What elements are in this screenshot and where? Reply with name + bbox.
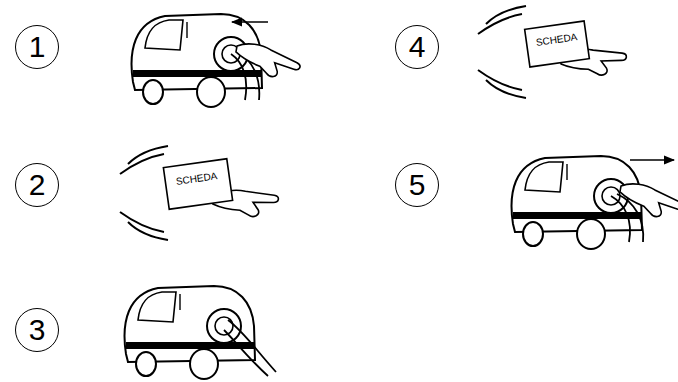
step-circle: 4: [395, 25, 439, 69]
step-circle: 3: [15, 308, 59, 352]
step-circle: 5: [395, 163, 439, 207]
card-swipe-start: [120, 146, 280, 240]
car-charging: [125, 286, 276, 379]
step-number: 3: [29, 315, 46, 345]
remove-arrow: [630, 159, 674, 160]
step-number: 4: [409, 32, 426, 62]
step-circle: 2: [15, 163, 59, 207]
card-swipe-end: [478, 6, 629, 98]
step-number: 2: [29, 170, 46, 200]
car-unplug: [512, 156, 678, 249]
car-plug-in: [132, 14, 303, 107]
insert-arrow: [232, 21, 268, 22]
step-number: 5: [409, 170, 426, 200]
step-number: 1: [29, 32, 46, 62]
step-circle: 1: [15, 25, 59, 69]
